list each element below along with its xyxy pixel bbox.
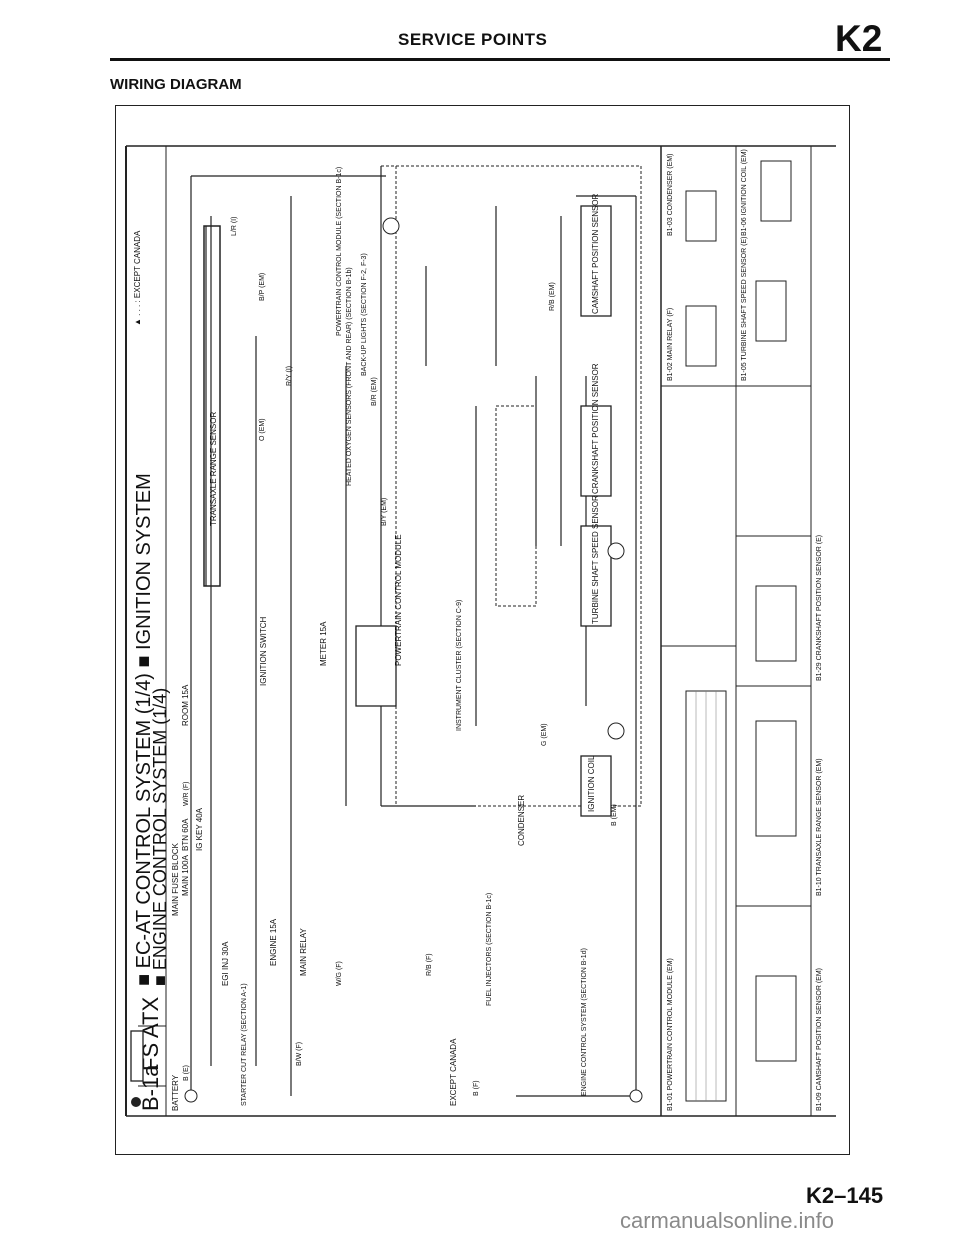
section-title: WIRING DIAGRAM (110, 76, 242, 93)
label-crankshaft-sensor: CRANKSHAFT POSITION SENSOR (591, 363, 600, 494)
label-fuse-engine: ENGINE 15A (269, 918, 278, 966)
header-rule (110, 58, 890, 61)
diagram-system-line2: ■ ENGINE CONTROL SYSTEM (1/4) (150, 688, 170, 986)
label-instrument-cluster: INSTRUMENT CLUSTER (SECTION C-9) (456, 600, 463, 731)
diagram-system-line1: ■ EC-AT CONTROL SYSTEM (1/4) ■ IGNITION … (133, 473, 155, 986)
label-transaxle-range-sensor: TRANSAXLE RANGE SENSOR (209, 412, 218, 526)
wire-code: B/W (F) (296, 1042, 303, 1066)
wire-code: G (EM) (541, 723, 548, 746)
wire-code: R/B (F) (426, 953, 433, 976)
wire-code: R/B (EM) (549, 282, 556, 311)
label-except-canada: EXCEPT CANADA (449, 1038, 458, 1106)
diagram-frame: B-1a FS ATX ■ EC-AT CONTROL SYSTEM (1/4)… (115, 105, 850, 1155)
label-condenser: CONDENSER (517, 795, 526, 846)
label-fuse-main: MAIN 100A (181, 854, 190, 896)
label-fuse-block: MAIN FUSE BLOCK (171, 842, 180, 916)
wire-code: B/R (EM) (371, 377, 378, 406)
connector-panel-label: B1-02 MAIN RELAY (F) (667, 308, 674, 381)
label-fuel-injectors: FUEL INJECTORS (SECTION B-1c) (486, 893, 493, 1006)
label-battery: BATTERY (171, 1074, 180, 1111)
wire-code: B/P (EM) (259, 273, 266, 301)
section-code: K2 (835, 18, 883, 59)
watermark: carmanualsonline.info (620, 1208, 835, 1233)
label-fuse-meter: METER 15A (319, 621, 328, 666)
wire-code: W/G (F) (336, 961, 343, 986)
connector-panel-label: B1-06 IGNITION COIL (EM) (741, 149, 748, 236)
page-number: K2–145 (806, 1183, 884, 1208)
label-backup-lights: BACK-UP LIGHTS (SECTION F-2, F-3) (361, 253, 368, 376)
wire-code: L/R (I) (231, 217, 238, 236)
label-fuse-igkey: IG KEY 40A (195, 807, 204, 851)
connector-panel-label: B1-10 TRANSAXLE RANGE SENSOR (EM) (816, 758, 823, 896)
wire-code: O (EM) (259, 418, 266, 441)
label-engine-control-system: ENGINE CONTROL SYSTEM (SECTION B-1d) (581, 948, 588, 1096)
wire-code: R/Y (I) (286, 366, 293, 386)
connector-panel-label: B1-03 CONDENSER (EM) (667, 154, 674, 236)
wire-code: B (EM) (611, 804, 618, 826)
label-ignition-switch: IGNITION SWITCH (259, 616, 268, 686)
page-header-title: SERVICE POINTS (398, 30, 548, 49)
label-starter-cut-relay: STARTER CUT RELAY (SECTION A-1) (241, 983, 248, 1106)
label-pcm-b1c: POWERTRAIN CONTROL MODULE (SECTION B-1c) (336, 167, 343, 336)
wire-code: B (F) (473, 1080, 480, 1096)
wire-code: B (E) (183, 1065, 190, 1081)
label-main-relay: MAIN RELAY (299, 927, 308, 976)
label-fuse-room: ROOM 15A (181, 684, 190, 726)
label-fuse-btn: BTN 60A (181, 818, 190, 851)
label-turbine-sensor: TURBINE SHAFT SPEED SENSOR (591, 495, 600, 624)
label-heated-oxygen-sensors: HEATED OXYGEN SENSORS (FRONT AND REAR) (… (346, 267, 353, 486)
label-camshaft-sensor: CAMSHAFT POSITION SENSOR (591, 193, 600, 314)
diagram-note: ▲ . . . : EXCEPT CANADA (133, 230, 142, 326)
wire-code: B/Y (EM) (381, 498, 388, 526)
connector-panel-label: B1-05 TURBINE SHAFT SPEED SENSOR (E) (741, 237, 748, 381)
label-pcm: POWERTRAIN CONTROL MODULE (394, 534, 403, 666)
connector-panel-label: B1-09 CAMSHAFT POSITION SENSOR (EM) (816, 968, 823, 1111)
wire-code: W/R (F) (183, 782, 190, 807)
connector-panel-label: B1-01 POWERTRAIN CONTROL MODULE (EM) (667, 958, 674, 1111)
label-fuse-egi: EGI INJ 30A (221, 941, 230, 986)
label-ignition-coil: IGNITION COIL (587, 755, 596, 812)
wiring-diagram: B-1a FS ATX ■ EC-AT CONTROL SYSTEM (1/4)… (125, 145, 836, 1117)
connector-panel-label: B1-29 CRANKSHAFT POSITION SENSOR (E) (816, 535, 823, 681)
